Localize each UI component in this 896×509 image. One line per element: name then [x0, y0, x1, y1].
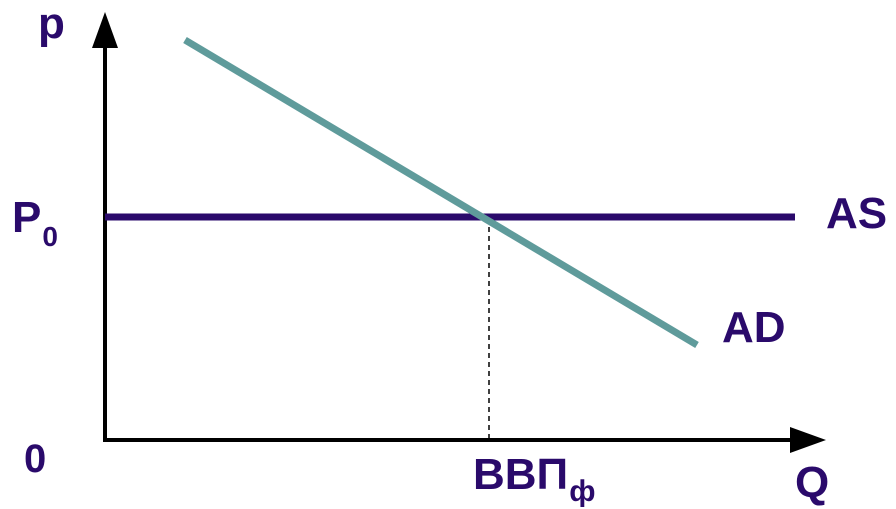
price-label: P0: [12, 193, 58, 252]
output-label: ВВПф: [473, 450, 595, 508]
x-axis-label: Q: [795, 458, 829, 507]
origin-label: 0: [24, 437, 46, 481]
ad-curve-label: AD: [722, 303, 786, 352]
y-axis-label: p: [38, 0, 65, 48]
x-axis-arrow-icon: [790, 427, 826, 453]
as-curve-label: AS: [826, 189, 887, 238]
y-axis-arrow-icon: [92, 12, 118, 48]
ad-line: [183, 36, 699, 349]
price-label-subscript: 0: [42, 221, 58, 252]
output-label-subscript: ф: [569, 475, 595, 508]
